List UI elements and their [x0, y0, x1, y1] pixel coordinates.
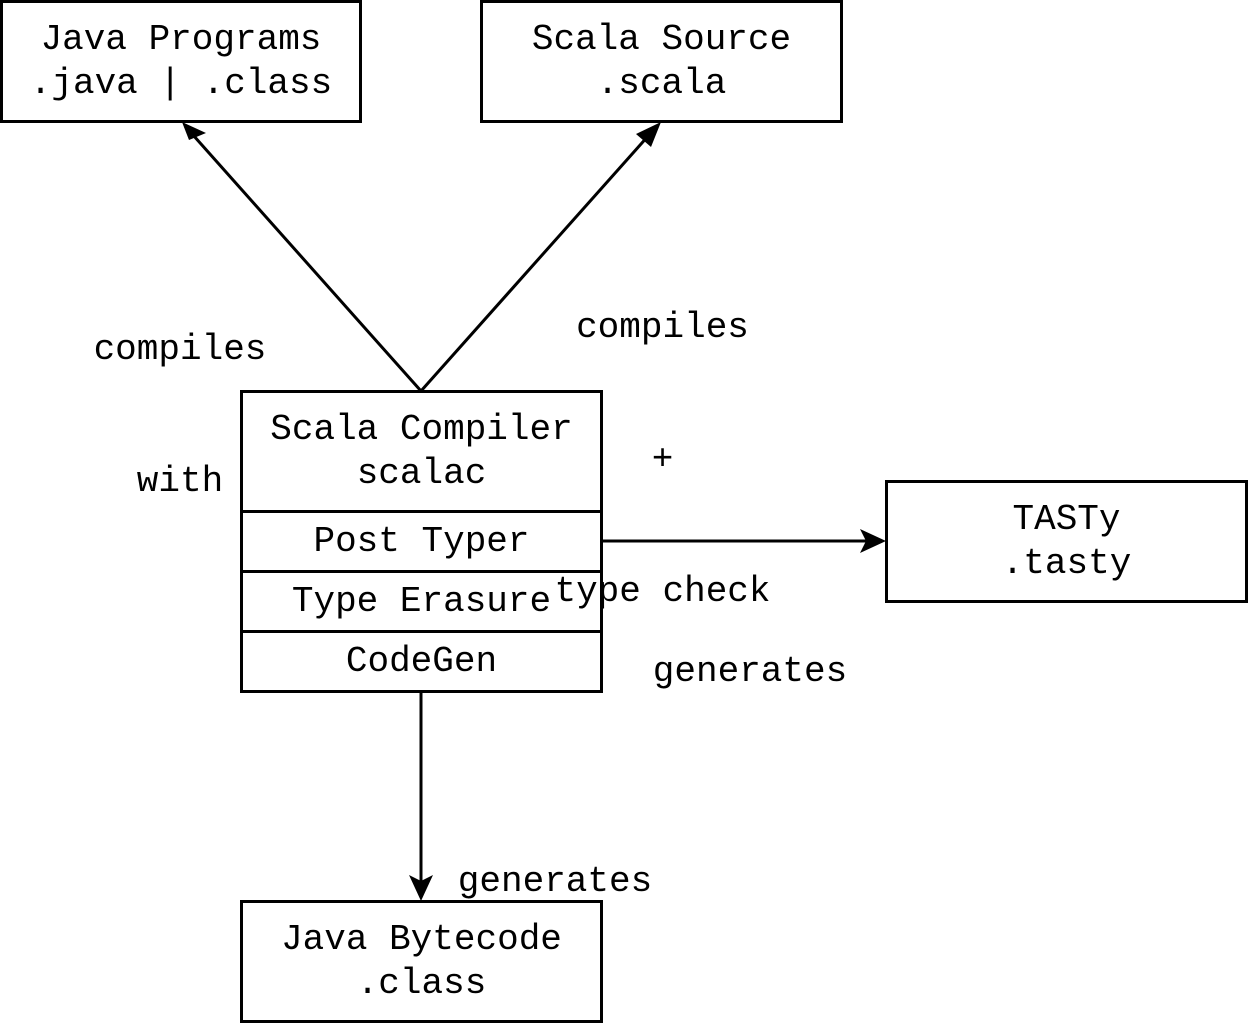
scala-source-title: Scala Source	[531, 18, 792, 60]
tasty-node: TASTy .tasty	[885, 480, 1248, 603]
java-bytecode-title: Java Bytecode	[281, 918, 562, 960]
tasty-extension: .tasty	[1001, 542, 1132, 584]
edge-label-line: generates	[457, 861, 653, 902]
scala-compiler-node: Scala Compiler scalac	[240, 390, 603, 513]
edge-compiler-to-scala	[419, 122, 661, 392]
edge-label-generates-tasty: generates	[640, 562, 860, 738]
compiler-phase-codegen: CodeGen	[240, 630, 603, 693]
edge-label-line: type check	[554, 571, 771, 612]
edge-label-line: compiles	[576, 307, 749, 348]
compiler-phase-label: CodeGen	[345, 640, 498, 682]
java-bytecode-node: Java Bytecode .class	[240, 900, 603, 1023]
edge-label-line: compiles	[93, 329, 267, 370]
java-programs-node: Java Programs .java | .class	[0, 0, 362, 123]
java-programs-title: Java Programs	[40, 18, 322, 60]
java-bytecode-extension: .class	[356, 962, 487, 1004]
compiler-phase-type-erasure: Type Erasure	[240, 570, 603, 633]
scala-source-node: Scala Source .scala	[480, 0, 843, 123]
edge-compiler-to-tasty	[602, 529, 886, 553]
java-programs-extensions: .java | .class	[29, 62, 333, 104]
edge-label-line: with	[136, 461, 224, 502]
edge-label-compiles-with: compiles with	[80, 240, 280, 548]
compiler-phase-label: Post Typer	[313, 520, 530, 562]
edge-compiler-to-java	[182, 122, 423, 392]
compiler-phase-post-typer: Post Typer	[240, 510, 603, 573]
edge-label-line: +	[651, 439, 674, 480]
edge-label-generates-bytecode: generates	[445, 772, 665, 948]
compiler-phase-label: Type Erasure	[291, 580, 552, 622]
edge-label-compiles-type-check: compiles + type check	[540, 218, 785, 658]
scala-source-extension: .scala	[596, 62, 727, 104]
edge-compiler-to-bytecode	[409, 692, 433, 901]
scala-compiler-command: scalac	[356, 452, 487, 494]
scala-compiler-title: Scala Compiler	[270, 408, 573, 450]
edge-label-line: generates	[652, 651, 848, 692]
tasty-title: TASTy	[1012, 498, 1121, 540]
